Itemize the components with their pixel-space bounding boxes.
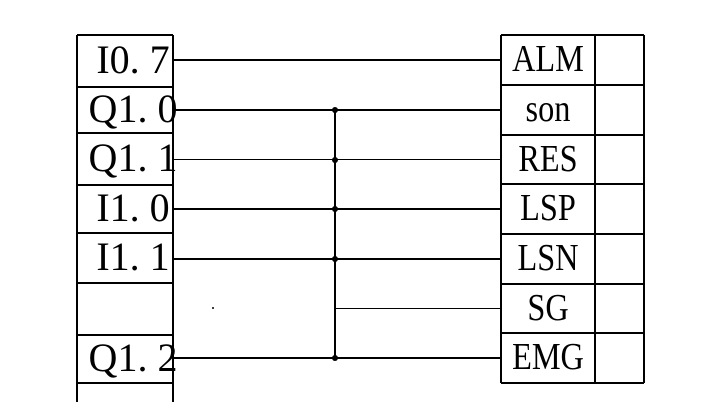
- terminal-value-cell: [595, 333, 644, 383]
- terminal-value-cell: [595, 85, 644, 135]
- junction-dot: [332, 156, 338, 163]
- left-table-row-line-6: [77, 334, 173, 336]
- plc-port-label: Q1. 2: [88, 335, 178, 381]
- left-table-row-line-5: [77, 282, 173, 284]
- right-table-row-line-5: [501, 283, 644, 285]
- plc-port-label: Q1. 1: [88, 135, 178, 181]
- terminal-label: ALM: [512, 38, 584, 81]
- right-table-row-line-3: [501, 183, 644, 185]
- left-table-left-border: [76, 35, 78, 402]
- plc-port-cell: [77, 283, 173, 335]
- left-table-row-line-3: [77, 184, 173, 186]
- right-table-row-line-0: [501, 34, 644, 36]
- wire-to-alm: [173, 59, 501, 61]
- left-table-row-line-4: [77, 232, 173, 234]
- right-table-row-line-7: [501, 382, 644, 384]
- bus-line: [334, 110, 336, 358]
- ink-speck: [211, 306, 215, 310]
- terminal-label: son: [525, 88, 571, 131]
- right-table-row-line-2: [501, 134, 644, 136]
- junction-dot: [332, 206, 338, 212]
- right-table-column-divider: [594, 35, 596, 383]
- right-table-row-line-1: [501, 84, 644, 86]
- left-table-row-line-0: [77, 34, 173, 36]
- right-table-right-border: [643, 35, 645, 383]
- plc-port-label: I1. 1: [96, 234, 170, 280]
- terminal-label: LSN: [517, 237, 579, 280]
- left-table-row-line-1: [77, 86, 173, 88]
- terminal-label: LSP: [520, 187, 576, 230]
- left-table-right-border: [172, 35, 174, 402]
- terminal-value-cell: [595, 184, 644, 234]
- left-table-row-line-2: [77, 132, 173, 134]
- junction-dot: [332, 355, 338, 361]
- plc-port-label: I0. 7: [96, 37, 170, 83]
- terminal-value-cell: [595, 35, 644, 85]
- terminal-value-cell: [595, 234, 644, 284]
- terminal-label: SG: [527, 286, 569, 329]
- left-table-row-line-7: [77, 382, 173, 384]
- wire-to-sg: [335, 307, 501, 310]
- junction-dot: [332, 256, 338, 262]
- terminal-label: RES: [518, 137, 578, 180]
- terminal-value-cell: [595, 135, 644, 184]
- right-table-row-line-4: [501, 233, 644, 235]
- terminal-label: EMG: [512, 336, 584, 379]
- plc-port-label: Q1. 0: [88, 86, 178, 132]
- plc-port-label: I1. 0: [96, 185, 170, 231]
- plc-port-cell: [77, 383, 173, 402]
- right-table-row-line-6: [501, 332, 644, 334]
- junction-dot: [332, 107, 338, 113]
- terminal-value-cell: [595, 284, 644, 333]
